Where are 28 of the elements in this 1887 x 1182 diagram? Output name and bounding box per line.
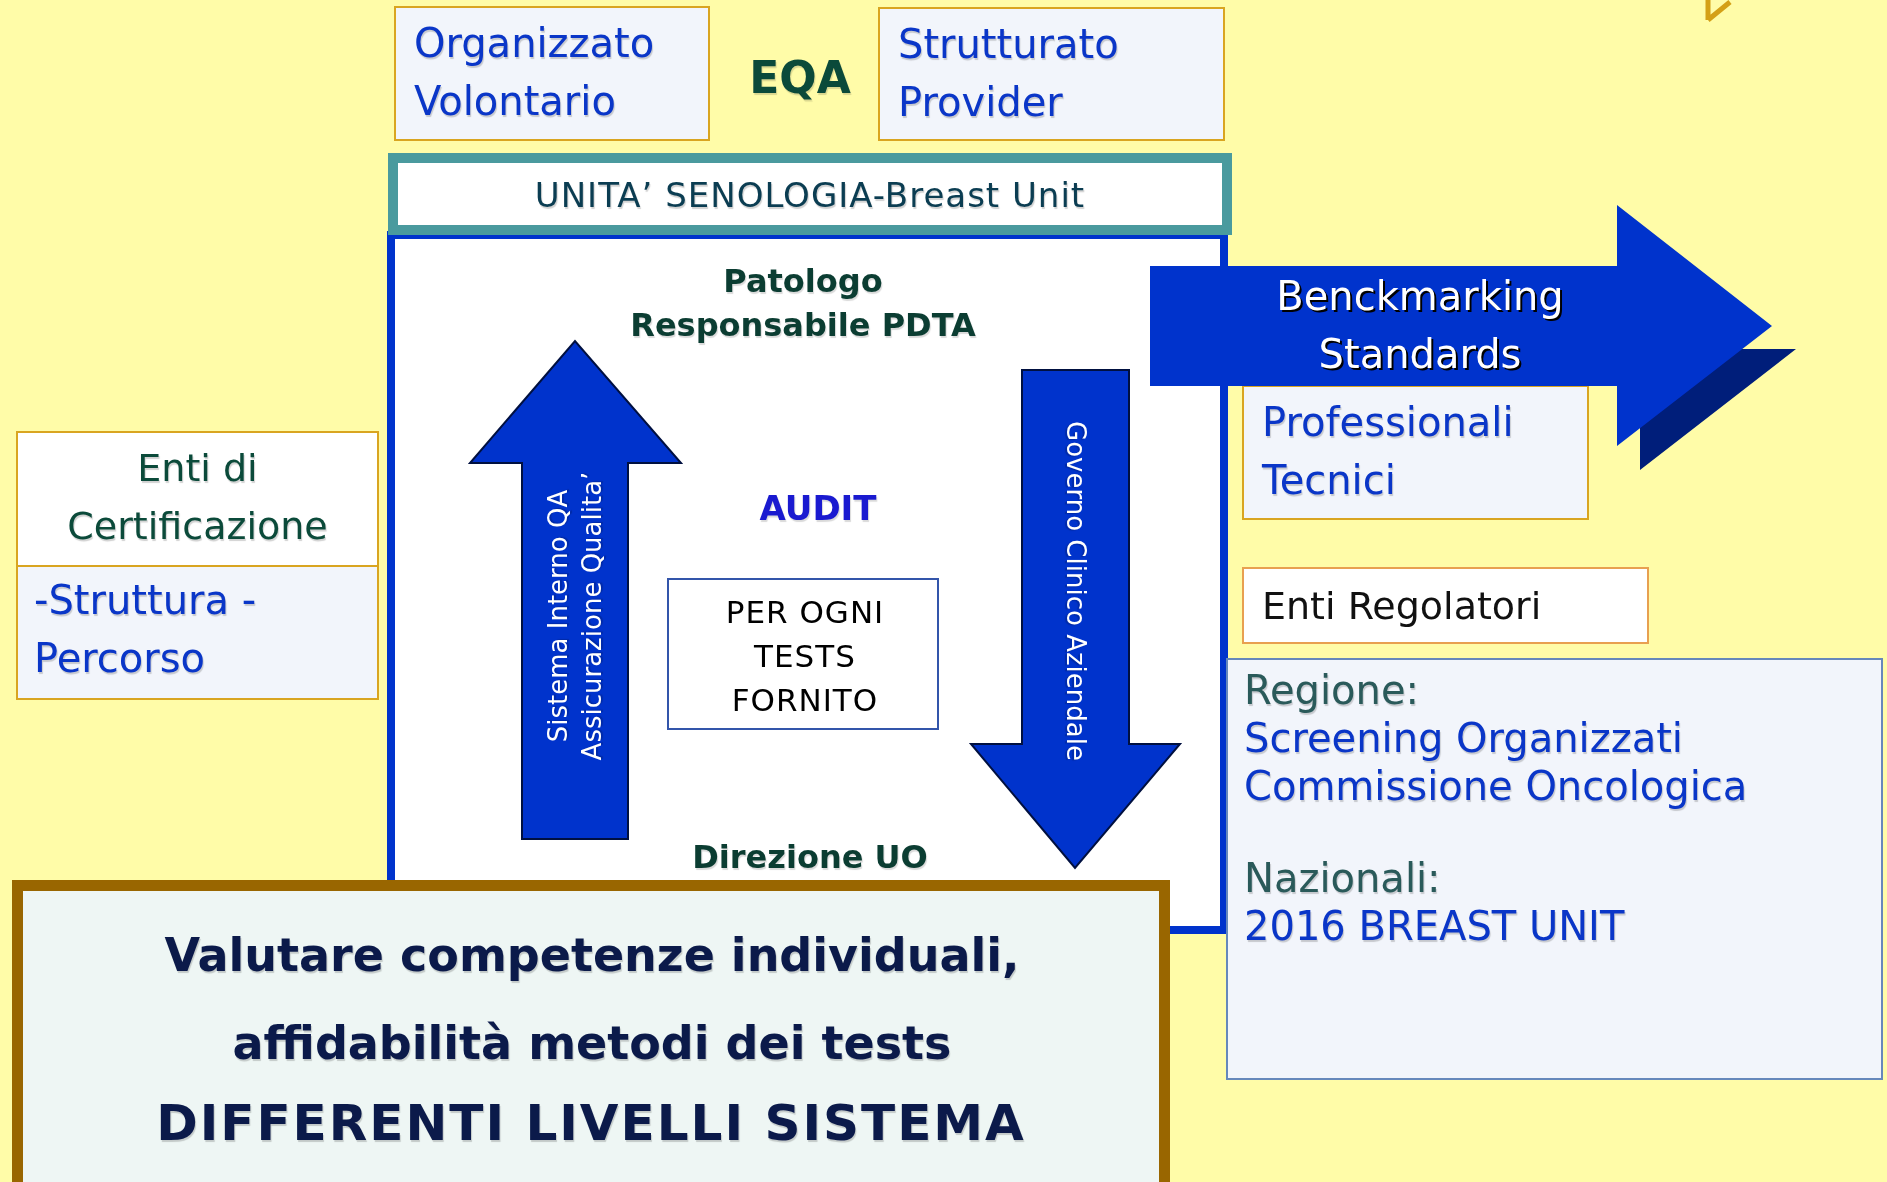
arrow-text: Benckmarking Standards	[1275, 272, 1565, 379]
text-box	[1242, 567, 1649, 644]
box-text: Enti Regolatori	[1262, 583, 1543, 630]
box-text: Screening Organizzati Commissione Oncologica	[1244, 714, 1749, 810]
box-text: Valutare competenze individuali, affidabilità metodi dei tests	[163, 927, 1021, 1072]
box-text: -Struttura -Percorso	[34, 576, 258, 683]
box-text: 2016 BREAST UNIT	[1244, 902, 1626, 950]
box-text: Strutturato Provider	[898, 20, 1120, 127]
box-heading: Regione:	[1244, 666, 1421, 714]
panel-title: UNITA’ SENOLOGIA-Breast Unit	[533, 174, 1087, 217]
text-box	[667, 578, 939, 730]
box-heading: Nazionali:	[1244, 854, 1442, 902]
text-box	[1242, 385, 1589, 520]
acronym-label: EQA	[749, 56, 851, 100]
arrow-text: Governo Clinico Aziendale	[1060, 420, 1092, 763]
arrow-text: Sistema Interno QA Assicurazione Qualita’	[542, 470, 608, 763]
box-text: DIFFERENTI LIVELLI SISTEMA	[155, 1093, 1027, 1154]
text-box	[394, 6, 710, 141]
text-box	[878, 7, 1225, 141]
role-label: Patologo Responsabile PDTA	[629, 261, 977, 346]
role-label: Direzione UO	[692, 837, 928, 878]
box-text: PER OGNI TESTS FORNITO	[724, 593, 886, 720]
box-text: Organizzato Volontario	[414, 19, 656, 126]
box-heading: Enti di Certificazione	[66, 445, 329, 550]
text-box	[1226, 658, 1883, 1080]
box-text: Professionali Tecnici	[1262, 398, 1515, 505]
heading-label: AUDIT	[759, 487, 877, 530]
text-box	[12, 880, 1170, 1182]
